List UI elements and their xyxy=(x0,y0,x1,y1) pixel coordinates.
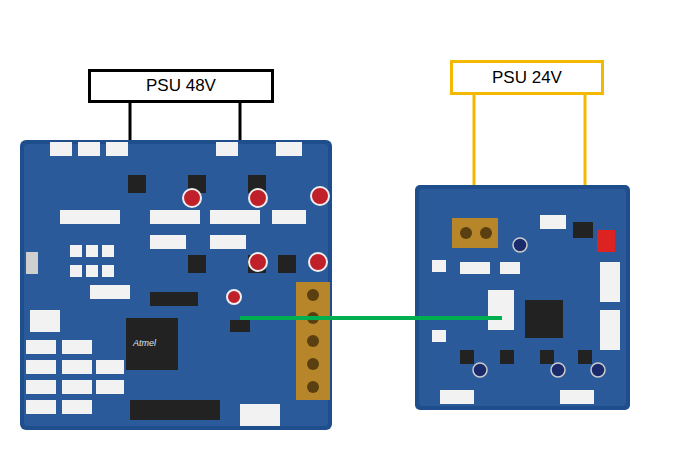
board-link xyxy=(240,316,502,320)
terminal-block xyxy=(296,282,330,400)
chips xyxy=(460,350,592,364)
terminal-block xyxy=(452,218,498,248)
psu-box: PSU 24V xyxy=(450,60,604,95)
dip-switch xyxy=(597,230,615,252)
terminal-screw xyxy=(480,227,492,239)
board-surface xyxy=(24,144,328,426)
connectors xyxy=(26,142,306,426)
terminal-screws xyxy=(307,289,319,393)
connectors xyxy=(432,215,620,404)
board-surface xyxy=(419,189,626,406)
chip-marking: Atmel xyxy=(133,338,156,348)
usb-port xyxy=(26,252,38,274)
psu-box: PSU 48V xyxy=(88,69,274,103)
chips xyxy=(126,175,296,420)
psu-label: PSU 48V xyxy=(146,76,216,96)
connector xyxy=(573,222,593,238)
psu-label: PSU 24V xyxy=(492,68,562,88)
circuit-board xyxy=(20,140,332,430)
mcu-chip xyxy=(525,300,563,338)
terminal-screw xyxy=(460,227,472,239)
circuit-board xyxy=(415,185,630,410)
capacitors xyxy=(473,238,605,377)
